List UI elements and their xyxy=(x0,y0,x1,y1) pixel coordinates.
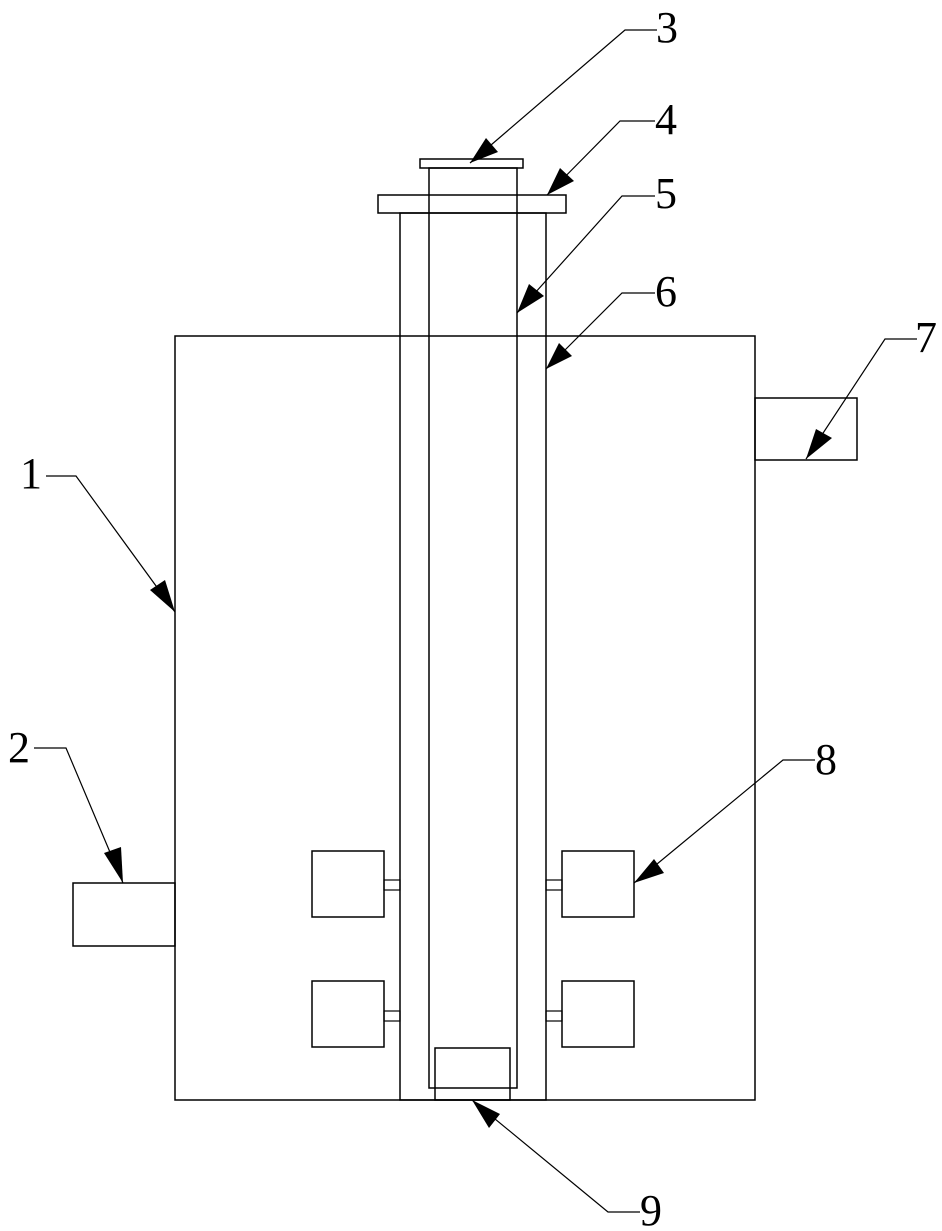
leader-2 xyxy=(34,747,124,884)
callout-label-8: 8 xyxy=(815,735,837,784)
block-upper-right xyxy=(545,850,635,918)
leader-1 xyxy=(46,475,176,613)
block-lower-left xyxy=(311,980,401,1048)
block-upper-left xyxy=(311,850,401,918)
main-housing xyxy=(174,335,756,1101)
leader-7 xyxy=(805,338,917,460)
leader-6 xyxy=(545,292,655,370)
top-cap xyxy=(419,158,524,169)
leader-8 xyxy=(633,759,815,884)
inner-tube xyxy=(428,167,518,1089)
leader-9 xyxy=(471,1099,640,1213)
callout-label-5: 5 xyxy=(655,169,677,218)
callout-label-1: 1 xyxy=(20,449,42,498)
leader-3 xyxy=(469,29,657,164)
callout-label-4: 4 xyxy=(655,95,677,144)
leader-5 xyxy=(516,195,655,314)
leader-4 xyxy=(546,120,655,196)
block-lower-right xyxy=(545,980,635,1048)
outlet-pipe xyxy=(754,397,858,461)
callout-label-3: 3 xyxy=(656,3,678,52)
callout-label-2: 2 xyxy=(8,723,30,772)
flange-plate xyxy=(377,194,567,214)
callout-label-6: 6 xyxy=(655,267,677,316)
callout-label-9: 9 xyxy=(640,1186,662,1231)
outer-tube xyxy=(399,212,547,1101)
inlet-pipe xyxy=(72,882,176,947)
callout-label-7: 7 xyxy=(915,313,937,362)
filter-element xyxy=(434,1047,511,1101)
